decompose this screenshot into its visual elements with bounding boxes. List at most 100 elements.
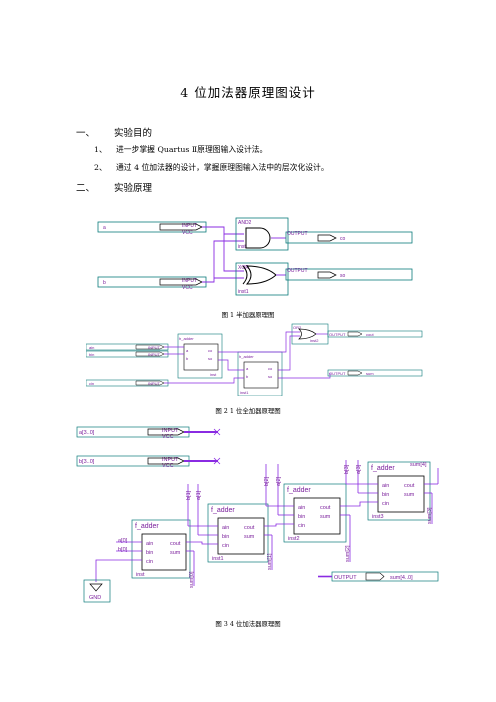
svg-text:ain: ain xyxy=(382,483,389,489)
input-a-kw: INPUT xyxy=(182,223,197,229)
xor-gate-symbol xyxy=(245,265,277,285)
xor-gate-inst: inst1 xyxy=(238,289,249,295)
figure-1-caption: 图 1 半加器原理图 xyxy=(221,311,275,319)
svg-text:f_adder: f_adder xyxy=(287,487,311,494)
svg-text:sum[0]: sum[0] xyxy=(189,571,195,588)
svg-text:b[1]: b[1] xyxy=(186,490,192,500)
svg-text:a[1]: a[1] xyxy=(196,490,202,500)
four-bit-adder-schematic: a[3..0] INPUT VCC b[3..0] INPUT VCC f_ad… xyxy=(76,426,439,603)
output-co-label: co xyxy=(340,236,346,242)
svg-text:OR2: OR2 xyxy=(293,325,302,330)
objective-1: 1、进一步掌握 Quartus Ⅱ原理图输入设计法。 xyxy=(94,145,268,154)
svg-text:inst: inst xyxy=(210,372,217,377)
svg-text:GND: GND xyxy=(89,595,101,601)
svg-text:h_adder: h_adder xyxy=(239,354,254,359)
svg-text:sum: sum xyxy=(170,550,181,556)
svg-text:bin: bin xyxy=(146,550,153,556)
svg-text:sum[3]: sum[3] xyxy=(427,507,433,524)
svg-text:bin: bin xyxy=(298,514,305,520)
svg-text:ain: ain xyxy=(298,505,305,511)
svg-text:so: so xyxy=(208,356,213,361)
svg-text:f_adder: f_adder xyxy=(211,507,235,514)
figure-2-caption: 图 2 1 位全加器原理图 xyxy=(215,407,281,415)
svg-text:inst1: inst1 xyxy=(240,390,249,395)
svg-text:INPUT: INPUT xyxy=(148,345,161,350)
svg-text:INPUT: INPUT xyxy=(162,457,179,463)
and-gate-label: AND2 xyxy=(238,220,252,226)
svg-text:bin: bin xyxy=(382,492,389,498)
svg-text:ain: ain xyxy=(89,345,94,350)
svg-text:sum[2]: sum[2] xyxy=(345,545,351,562)
svg-text:cin: cin xyxy=(298,523,305,529)
svg-text:OUTPUT: OUTPUT xyxy=(334,575,357,581)
and-gate-inst: inst xyxy=(238,244,246,250)
svg-text:cin: cin xyxy=(222,543,229,549)
svg-text:sum: sum xyxy=(320,514,331,520)
svg-text:b: b xyxy=(186,356,189,361)
svg-text:co: co xyxy=(208,348,213,353)
svg-text:a[3..0]: a[3..0] xyxy=(79,430,95,436)
svg-text:b[3..0]: b[3..0] xyxy=(79,459,95,465)
svg-text:cout: cout xyxy=(170,541,181,547)
svg-text:sum[1]: sum[1] xyxy=(267,553,273,570)
svg-text:VCC: VCC xyxy=(162,434,174,440)
input-a-vcc: VCC xyxy=(182,230,193,236)
section-heading-1: 一、实验目的 xyxy=(76,128,153,139)
svg-text:bin: bin xyxy=(222,534,229,540)
svg-text:inst2: inst2 xyxy=(288,536,300,542)
svg-text:inst3: inst3 xyxy=(372,514,384,520)
section-heading-2: 二、实验原理 xyxy=(76,183,153,194)
svg-text:cin: cin xyxy=(146,559,153,565)
svg-text:a[2]: a[2] xyxy=(276,476,282,486)
svg-text:inst: inst xyxy=(136,572,145,578)
svg-text:so: so xyxy=(268,374,273,379)
svg-text:OUTPUT: OUTPUT xyxy=(329,332,346,337)
svg-text:b: b xyxy=(246,374,249,379)
svg-text:inst1: inst1 xyxy=(212,556,224,562)
svg-text:INPUT: INPUT xyxy=(162,428,179,434)
figure-3-caption: 图 3 4 位加法器原理图 xyxy=(215,620,281,628)
svg-text:VCC: VCC xyxy=(162,463,174,469)
svg-text:a[0]: a[0] xyxy=(118,538,128,544)
svg-text:inst2: inst2 xyxy=(310,338,319,343)
full-adder-schematic: ain INPUT bin INPUT cin INPUT h_adder a … xyxy=(86,323,423,396)
svg-text:OUTPUT: OUTPUT xyxy=(329,371,346,376)
or-gate-symbol xyxy=(298,328,317,340)
svg-text:f_adder: f_adder xyxy=(371,465,395,472)
svg-text:a: a xyxy=(246,366,249,371)
svg-text:INPUT: INPUT xyxy=(148,352,161,357)
svg-text:a: a xyxy=(186,348,189,353)
svg-text:cout: cout xyxy=(244,525,255,531)
page-title: 4 位加法器原理图设计 xyxy=(180,85,316,100)
and-gate-symbol xyxy=(245,227,271,249)
svg-text:INPUT: INPUT xyxy=(148,381,161,386)
svg-text:cin: cin xyxy=(89,381,94,386)
input-b-label: b xyxy=(103,280,106,286)
svg-text:sum: sum xyxy=(366,371,374,376)
xor-gate-label: XOR xyxy=(238,265,249,271)
svg-text:cout: cout xyxy=(366,332,374,337)
input-a-label: a xyxy=(103,225,106,231)
half-adder-schematic: a INPUT VCC b INPUT VCC AND2 inst XOR in… xyxy=(97,217,413,296)
svg-text:b[2]: b[2] xyxy=(264,476,270,486)
svg-text:b[3]: b[3] xyxy=(344,464,350,474)
output-co-kw: OUTPUT xyxy=(287,231,308,237)
input-b-vcc: VCC xyxy=(182,285,193,291)
svg-text:sum: sum xyxy=(244,534,255,540)
svg-text:cout: cout xyxy=(320,505,331,511)
svg-text:cin: cin xyxy=(382,501,389,507)
svg-text:ain: ain xyxy=(222,525,229,531)
svg-text:sum: sum xyxy=(404,492,415,498)
svg-text:sum[4]: sum[4] xyxy=(410,462,427,468)
svg-text:cout: cout xyxy=(404,483,415,489)
svg-text:co: co xyxy=(268,366,273,371)
svg-text:h_adder: h_adder xyxy=(179,336,194,341)
output-so-kw: OUTPUT xyxy=(287,268,308,274)
objective-2: 2、通过 4 位加法器的设计，掌握原理图输入法中的层次化设计。 xyxy=(94,163,329,172)
svg-text:ain: ain xyxy=(146,541,153,547)
svg-text:a[3]: a[3] xyxy=(356,464,362,474)
input-b-kw: INPUT xyxy=(182,278,197,284)
output-so-label: so xyxy=(340,273,346,279)
svg-text:f_adder: f_adder xyxy=(135,523,159,530)
svg-text:b[0]: b[0] xyxy=(118,547,128,553)
